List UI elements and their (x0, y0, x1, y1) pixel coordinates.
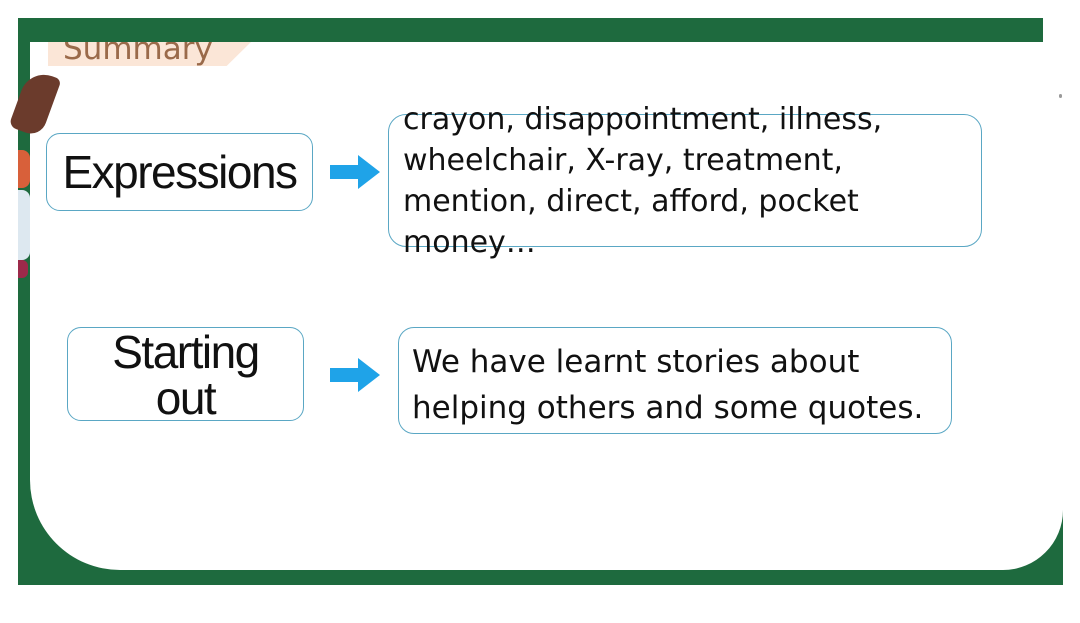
side-illustration (8, 64, 62, 314)
right-arrow-icon (330, 155, 380, 189)
expressions-label: Expressions (62, 146, 298, 198)
illustration-shirt (18, 190, 30, 260)
starting-out-content: We have learnt stories about helping oth… (412, 344, 924, 426)
starting-out-label: Starting out (112, 326, 260, 424)
stray-dot (1059, 94, 1062, 98)
top-green-bar (18, 18, 1043, 42)
expressions-content-box: crayon, disappointment, illness, wheelch… (388, 102, 982, 260)
summary-tab: Summary (48, 42, 251, 66)
illustration-accent (18, 260, 28, 278)
expressions-content: crayon, disappointment, illness, wheelch… (403, 102, 883, 260)
illustration-face (18, 150, 30, 188)
starting-out-content-box: We have learnt stories about helping oth… (398, 327, 952, 434)
expressions-label-box: Expressions (46, 133, 313, 211)
page-title: Summary (63, 42, 213, 66)
right-arrow-icon (330, 358, 380, 392)
starting-out-label-box: Starting out (67, 327, 304, 421)
